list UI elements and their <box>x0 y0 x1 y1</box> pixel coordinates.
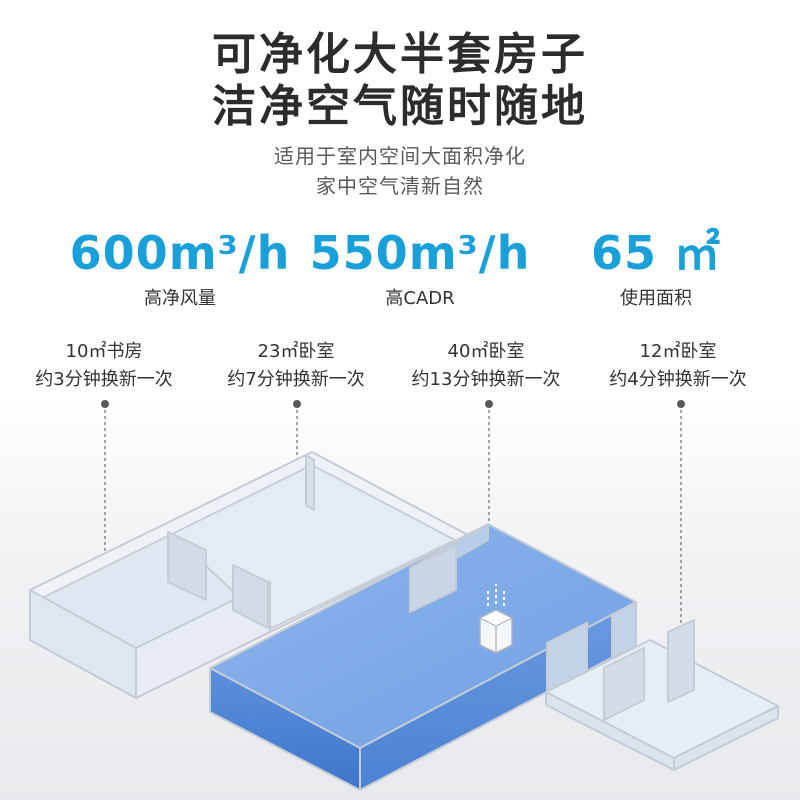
room-name: 10㎡书房 <box>65 341 143 362</box>
headline-line-2: 洁净空气随时随地 <box>212 81 588 132</box>
room-refresh-time: 约7分钟换新一次 <box>227 369 365 390</box>
room-name: 40㎡卧室 <box>447 341 525 362</box>
callout-dots <box>101 400 685 408</box>
room-refresh-time: 约13分钟换新一次 <box>411 369 561 390</box>
air-purifier-icon <box>478 584 514 654</box>
room-callout-bedroom-40: 40㎡卧室 约13分钟换新一次 <box>386 338 586 394</box>
subtitle-line-2: 家中空气清新自然 <box>316 174 484 198</box>
subtitle-line-1: 适用于室内空间大面积净化 <box>274 144 526 168</box>
room-callout-bedroom-23: 23㎡卧室 约7分钟换新一次 <box>196 338 396 394</box>
stat-airflow-label: 高净风量 <box>144 288 216 309</box>
main-room <box>209 523 637 791</box>
stat-airflow-value: 600m³/h <box>69 226 291 280</box>
room-callout-study: 10㎡书房 约3分钟换新一次 <box>4 338 204 394</box>
stat-area: 65 ㎡ 使用面积 <box>526 224 786 310</box>
stat-cadr-value: 550m³/h <box>309 226 531 280</box>
headline-line-1: 可净化大半套房子 <box>212 29 588 80</box>
stat-cadr-label: 高CADR <box>385 288 455 309</box>
room-refresh-time: 约3分钟换新一次 <box>35 369 173 390</box>
stat-area-label: 使用面积 <box>620 288 692 309</box>
room-name: 12㎡卧室 <box>639 341 717 362</box>
stat-airflow: 600m³/h 高净风量 <box>50 224 310 310</box>
right-room <box>545 619 779 771</box>
room-name: 23㎡卧室 <box>257 341 335 362</box>
left-rooms <box>29 451 469 699</box>
room-refresh-time: 约4分钟换新一次 <box>609 369 747 390</box>
room-callout-bedroom-12: 12㎡卧室 约4分钟换新一次 <box>578 338 778 394</box>
stat-area-value: 65 ㎡ <box>590 226 722 280</box>
stat-cadr: 550m³/h 高CADR <box>290 224 550 310</box>
